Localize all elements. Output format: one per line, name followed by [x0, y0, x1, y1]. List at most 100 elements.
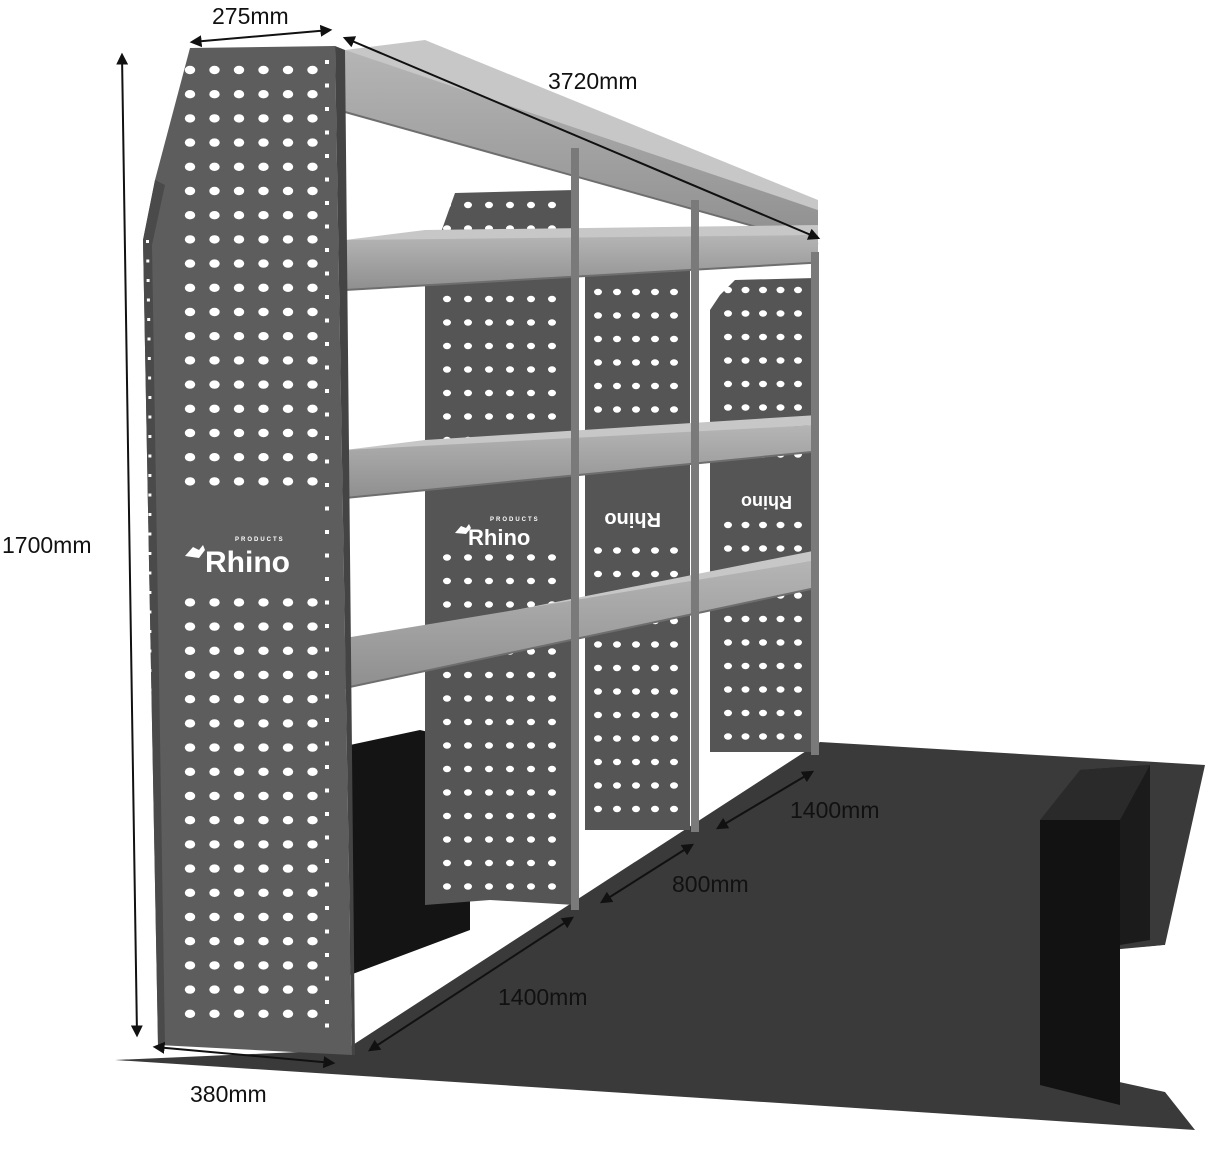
perforation-hole	[282, 791, 294, 801]
perforation-hole	[443, 671, 451, 679]
perforation-hole	[307, 743, 318, 752]
perforation-hole	[307, 356, 318, 365]
perforation-hole	[307, 186, 318, 196]
perforation-hole	[724, 357, 732, 364]
perforation-hole	[258, 90, 269, 99]
perforation-hole	[282, 961, 294, 970]
perforation-hole	[307, 453, 318, 462]
perforation-hole	[184, 65, 196, 75]
perforation-hole	[464, 201, 472, 209]
perforation-hole	[258, 114, 269, 123]
rhino-logo-panel-4: Rhino	[741, 492, 792, 512]
perforation-hole	[670, 382, 678, 390]
perforation-hole	[282, 283, 294, 292]
dim-line-top-depth	[189, 24, 333, 48]
perforation-hole	[282, 598, 294, 607]
perforation-hole	[184, 1009, 196, 1018]
perforation-hole	[506, 883, 514, 890]
shelf-upright-1	[571, 148, 579, 910]
perforation-hole	[506, 812, 514, 820]
perforation-hole	[233, 259, 245, 268]
flange-slot	[148, 532, 152, 536]
perforation-hole	[724, 286, 732, 294]
perforation-hole	[776, 521, 785, 529]
perforation-hole	[527, 201, 535, 209]
perforation-hole	[741, 709, 750, 717]
perforation-hole	[613, 782, 621, 789]
perforation-hole	[548, 812, 556, 820]
perforation-hole	[184, 186, 196, 196]
perforation-hole	[759, 686, 767, 693]
perforation-hole	[548, 695, 556, 702]
perforation-hole	[670, 711, 678, 719]
perforation-hole	[776, 404, 785, 411]
perforation-hole	[233, 65, 245, 75]
perforation-hole	[443, 695, 451, 702]
perforation-hole	[258, 646, 269, 655]
perforation-hole	[670, 805, 678, 813]
perforation-hole	[282, 816, 294, 825]
perforation-hole	[209, 162, 220, 171]
perforation-hole	[506, 295, 514, 303]
perforation-hole	[632, 641, 640, 648]
perforation-hole	[464, 859, 472, 867]
edge-slot	[325, 577, 329, 581]
perforation-hole	[184, 791, 196, 801]
perforation-hole	[282, 719, 294, 728]
edge-slot	[325, 130, 329, 135]
perforation-hole	[233, 283, 245, 292]
perforation-hole	[184, 670, 196, 680]
perforation-hole	[594, 641, 602, 648]
perforation-hole	[506, 366, 514, 373]
perforation-hole	[233, 90, 245, 99]
perforation-hole	[443, 342, 451, 350]
edge-slot	[325, 436, 329, 440]
perforation-hole	[282, 477, 294, 486]
perforation-hole	[651, 805, 659, 813]
perforation-hole	[233, 1009, 245, 1018]
perforation-hole	[724, 639, 732, 646]
perforation-hole	[594, 382, 602, 390]
perforation-hole	[776, 686, 785, 693]
flange-slot	[148, 786, 152, 789]
perforation-hole	[282, 186, 294, 196]
perforation-hole	[209, 138, 220, 147]
dim-label-bay2: 800mm	[672, 871, 749, 897]
perforation-hole	[464, 601, 472, 608]
edge-slot	[325, 248, 329, 252]
perforation-hole	[184, 719, 196, 728]
perforation-hole	[464, 554, 472, 561]
svg-text:Rhino: Rhino	[205, 546, 290, 579]
perforation-hole	[613, 335, 621, 343]
perforation-hole	[724, 310, 732, 317]
perforation-hole	[307, 211, 318, 220]
perforation-hole	[443, 812, 451, 820]
perforation-hole	[209, 90, 220, 99]
perforation-hole	[632, 382, 640, 390]
perforation-hole	[209, 767, 220, 776]
perforation-hole	[759, 333, 767, 341]
perforation-hole	[724, 521, 732, 529]
dim-label-bottom-depth: 380mm	[190, 1081, 267, 1107]
perforation-hole	[613, 664, 621, 672]
edge-slot	[325, 788, 329, 793]
flange-slot	[148, 1000, 152, 1004]
perforation-hole	[307, 767, 318, 776]
perforation-hole	[233, 477, 245, 486]
perforation-hole	[548, 342, 556, 350]
perforation-hole	[233, 380, 245, 389]
perforation-hole	[464, 389, 472, 397]
perforation-hole	[794, 686, 802, 693]
perforation-hole	[184, 840, 196, 849]
perforation-hole	[613, 406, 621, 413]
perforation-hole	[485, 742, 493, 749]
perforation-hole	[307, 791, 318, 801]
perforation-hole	[282, 356, 294, 365]
perforation-hole	[651, 688, 659, 695]
flange-slot	[148, 1039, 152, 1043]
perforation-hole	[258, 259, 269, 268]
perforation-hole	[548, 718, 556, 726]
perforation-hole	[282, 767, 294, 776]
perforation-hole	[794, 333, 802, 341]
edge-slot	[325, 718, 329, 722]
